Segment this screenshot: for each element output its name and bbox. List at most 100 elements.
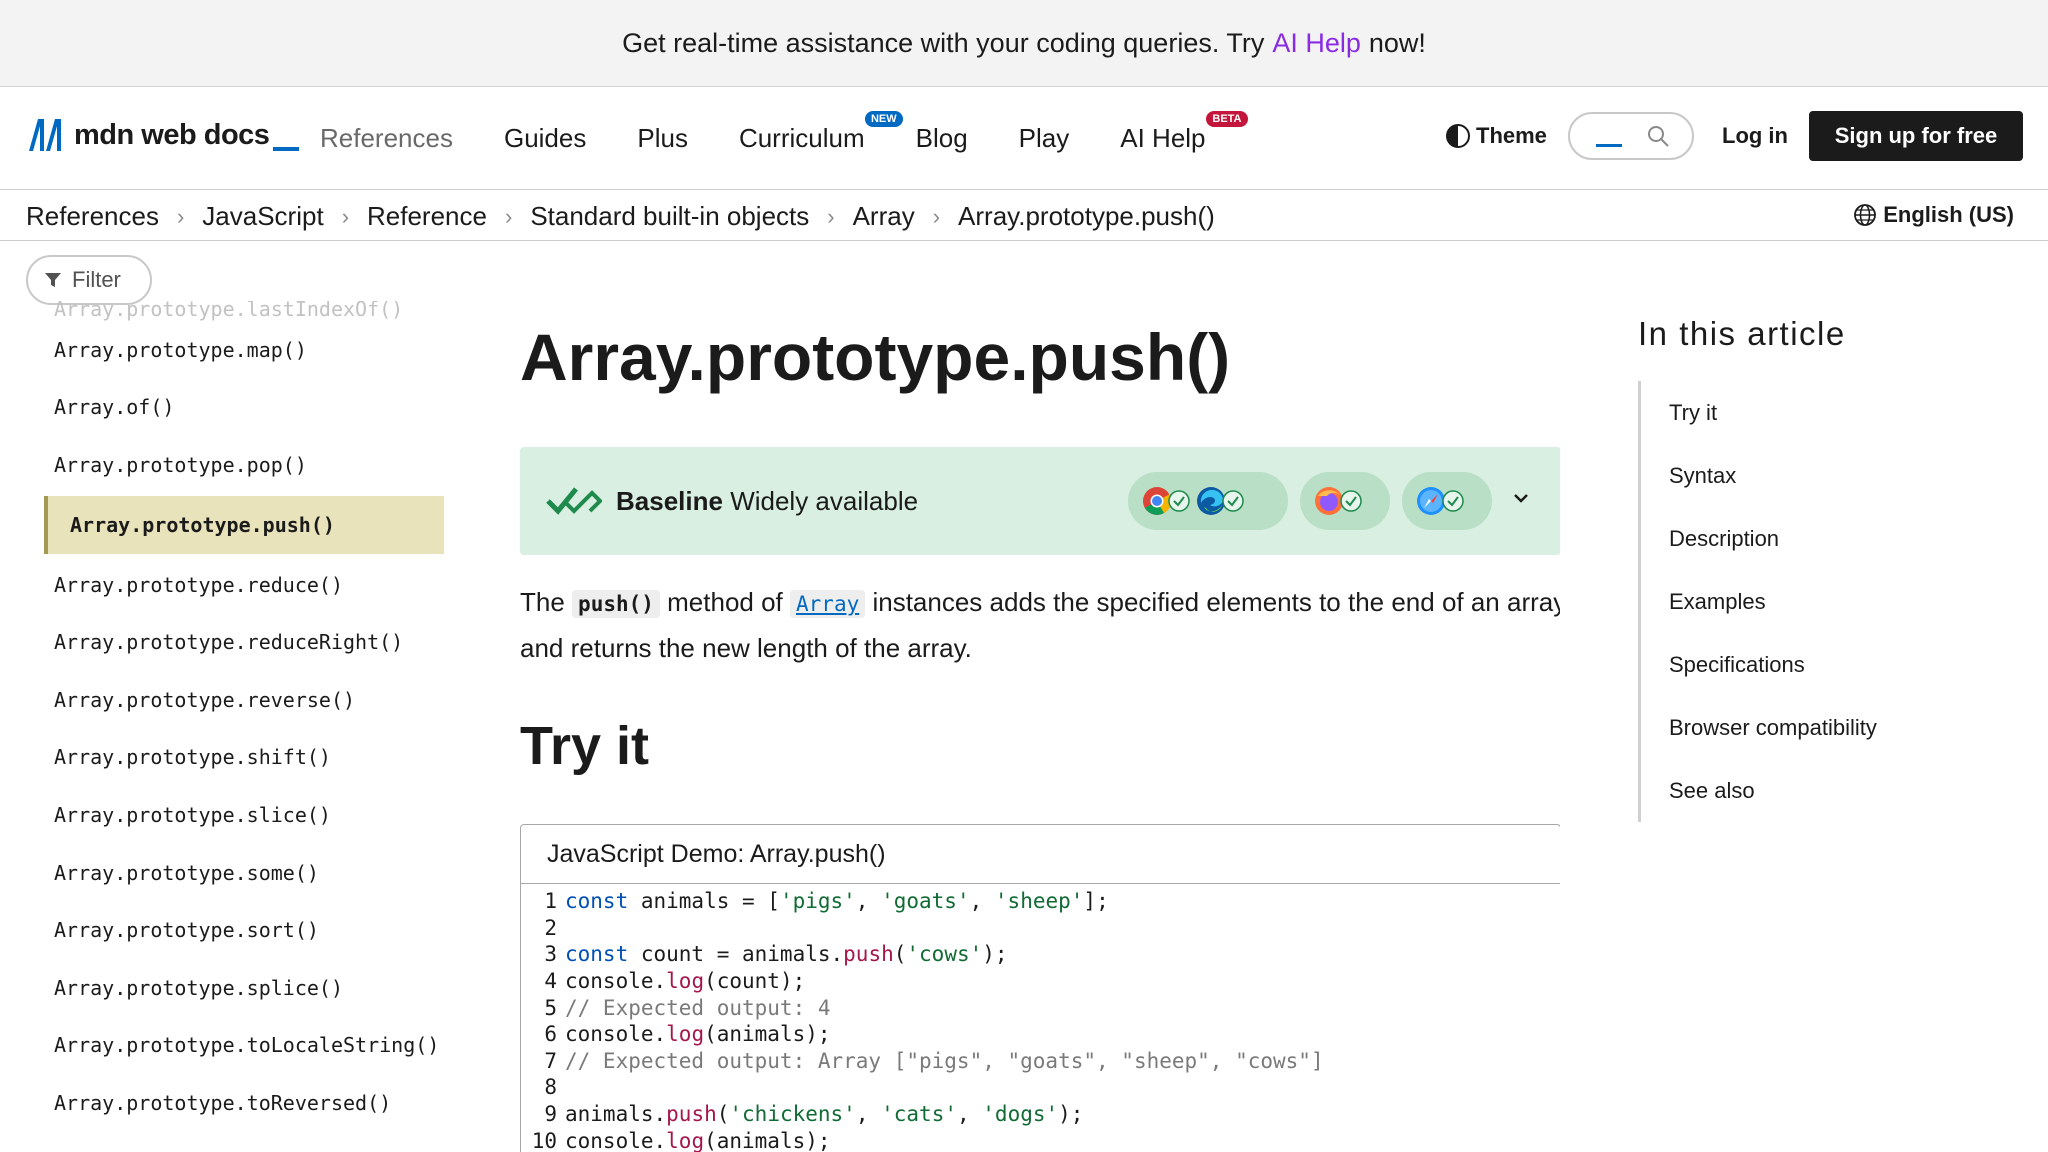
- check-icon: [1168, 490, 1190, 512]
- nav-ai-help[interactable]: AI Help BETA: [1120, 111, 1248, 154]
- sidebar-item[interactable]: Array.prototype.reduceRight(): [54, 630, 404, 655]
- signup-button[interactable]: Sign up for free: [1809, 111, 2023, 161]
- toc-item-try-it[interactable]: Try it: [1669, 399, 1718, 425]
- safari-icon: [1417, 487, 1445, 515]
- sidebar-item[interactable]: Array.prototype.splice(): [54, 975, 343, 1000]
- globe-icon: [1854, 204, 1877, 226]
- new-badge: NEW: [864, 111, 903, 127]
- nav-curriculum[interactable]: Curriculum NEW: [739, 111, 903, 154]
- breadcrumb-javascript[interactable]: JavaScript: [202, 201, 324, 231]
- sidebar-item[interactable]: Array.prototype.toReversed(): [54, 1090, 392, 1115]
- breadcrumb-chevron-icon: ›: [341, 203, 350, 229]
- safari-support: [1416, 486, 1464, 516]
- baseline-status: Baseline Widely available: [616, 486, 919, 516]
- filter-icon: [45, 273, 61, 287]
- logo-text: mdn web docs: [74, 118, 270, 151]
- sidebar: Filter Array.prototype.lastIndexOf() Arr…: [0, 241, 450, 1152]
- mdn-logo-icon: [29, 119, 61, 151]
- sidebar-item-current[interactable]: Array.prototype.push(): [44, 495, 444, 554]
- mdn-logo[interactable]: mdn web docs: [26, 117, 300, 153]
- check-icon: [1442, 490, 1464, 512]
- chrome-support: [1142, 486, 1190, 516]
- language-label: English (US): [1883, 202, 2014, 227]
- banner-text-after: now!: [1368, 27, 1426, 58]
- toc-item-specifications[interactable]: Specifications: [1669, 651, 1805, 677]
- search-icon: [1648, 126, 1669, 147]
- ai-help-banner: Get real-time assistance with your codin…: [0, 0, 2048, 87]
- sidebar-item[interactable]: Array.prototype.reduce(): [54, 572, 343, 597]
- breadcrumb: References › JavaScript › Reference › St…: [0, 190, 2048, 241]
- main-content: Array.prototype.push() Baseline Widely a…: [520, 241, 1560, 1152]
- nav-blog[interactable]: Blog: [915, 123, 968, 153]
- check-icon: [1340, 490, 1362, 512]
- code-line: 2: [544, 915, 557, 940]
- code-line: 8: [544, 1075, 557, 1100]
- breadcrumb-chevron-icon: ›: [504, 203, 513, 229]
- breadcrumb-references[interactable]: References: [26, 201, 159, 231]
- sidebar-item[interactable]: Array.prototype.map(): [54, 337, 307, 362]
- check-icon: [1222, 490, 1244, 512]
- breadcrumb-chevron-icon: ›: [176, 203, 185, 229]
- sidebar-item[interactable]: Array.prototype.sort(): [54, 918, 319, 943]
- array-link[interactable]: Array: [790, 590, 866, 618]
- theme-contrast-icon: [1446, 124, 1470, 148]
- nav-references[interactable]: References: [320, 123, 453, 153]
- sidebar-list: Array.prototype.lastIndexOf() Array.prot…: [44, 301, 444, 1132]
- language-selector[interactable]: English (US): [1853, 202, 2014, 228]
- breadcrumb-reference[interactable]: Reference: [367, 201, 487, 231]
- nav-guides[interactable]: Guides: [503, 123, 587, 153]
- sidebar-item[interactable]: Array.prototype.pop(): [54, 452, 307, 477]
- chevron-down-icon[interactable]: [1512, 491, 1530, 505]
- toc-item-browser-compatibility[interactable]: Browser compatibility: [1669, 714, 1877, 740]
- breadcrumb-current[interactable]: Array.prototype.push(): [958, 201, 1215, 231]
- chrome-icon: [1143, 487, 1172, 515]
- breadcrumb-chevron-icon: ›: [827, 203, 835, 229]
- edge-icon: [1197, 487, 1225, 515]
- sidebar-item[interactable]: Array.of(): [54, 395, 175, 420]
- main-nav: References Guides Plus Curriculum NEW Bl…: [320, 111, 1257, 154]
- banner-ai-help-link[interactable]: AI Help: [1272, 27, 1361, 58]
- toc-list: Try it Syntax Description Examples Speci…: [1638, 381, 1981, 822]
- toc-item-syntax[interactable]: Syntax: [1669, 462, 1737, 488]
- nav-plus[interactable]: Plus: [637, 123, 688, 153]
- login-link[interactable]: Log in: [1722, 123, 1788, 148]
- browser-group-firefox: [1300, 472, 1390, 530]
- firefox-icon: [1315, 487, 1343, 515]
- search-cursor: [1596, 144, 1622, 147]
- inline-code-push: push(): [572, 590, 660, 618]
- filter-button[interactable]: Filter: [26, 255, 152, 305]
- sidebar-item[interactable]: Array.prototype.reverse(): [54, 687, 356, 712]
- demo-title: JavaScript Demo: Array.push(): [521, 825, 1560, 884]
- toc-item-description[interactable]: Description: [1669, 525, 1780, 551]
- sidebar-item[interactable]: Array.prototype.slice(): [54, 802, 331, 827]
- logo-cursor: [273, 147, 300, 151]
- sidebar-item[interactable]: Array.prototype.toLocaleString(): [54, 1033, 440, 1058]
- sidebar-item[interactable]: Array.prototype.some(): [54, 860, 319, 885]
- toc-item-see-also[interactable]: See also: [1669, 777, 1755, 803]
- site-header: mdn web docs References Guides Plus Curr…: [0, 87, 2048, 190]
- breadcrumb-array[interactable]: Array: [852, 201, 915, 231]
- article-description: The push() method of Array instances add…: [520, 587, 1560, 663]
- baseline-banner[interactable]: Baseline Widely available: [520, 447, 1560, 555]
- banner-text-before: Get real-time assistance with your codin…: [622, 27, 1265, 58]
- sidebar-item[interactable]: Array.prototype.lastIndexOf(): [54, 301, 404, 321]
- try-it-heading: Try it: [520, 716, 650, 776]
- browser-group-chromium: [1128, 472, 1288, 530]
- search-button[interactable]: [1568, 112, 1694, 160]
- theme-label: Theme: [1476, 123, 1547, 148]
- code-line: 5// Expected output: 4: [544, 995, 831, 1020]
- firefox-support: [1314, 486, 1362, 516]
- breadcrumb-built-in-objects[interactable]: Standard built-in objects: [530, 201, 810, 231]
- sidebar-item[interactable]: Array.prototype.shift(): [54, 745, 331, 770]
- toc-item-examples[interactable]: Examples: [1669, 588, 1766, 614]
- nav-play[interactable]: Play: [1018, 123, 1070, 153]
- theme-button[interactable]: Theme: [1446, 123, 1547, 149]
- edge-support: [1196, 486, 1244, 516]
